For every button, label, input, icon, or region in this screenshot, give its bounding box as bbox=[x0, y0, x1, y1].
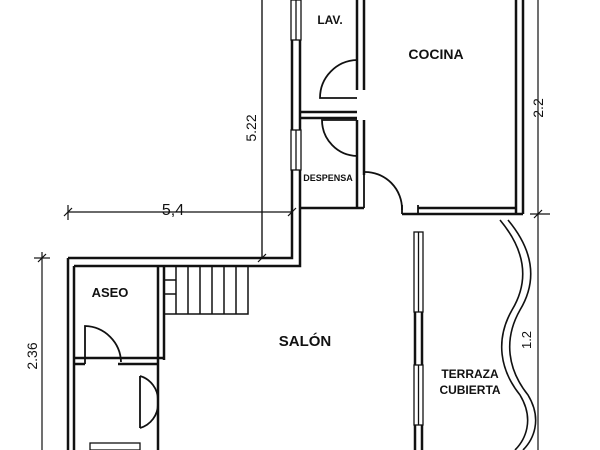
step-wall bbox=[262, 215, 294, 260]
door-despensa bbox=[321, 119, 358, 157]
label-salon: SALÓN bbox=[279, 332, 332, 350]
doors bbox=[84, 59, 419, 429]
door-cocina bbox=[363, 171, 403, 211]
label-terraza-line1: TERRAZA bbox=[441, 367, 499, 381]
step-wall-b bbox=[255, 215, 302, 268]
label-lav: LAV. bbox=[317, 13, 342, 27]
label-despensa: DESPENSA bbox=[303, 173, 353, 183]
door-aseo bbox=[84, 325, 122, 364]
window-aseo-bottom bbox=[89, 442, 141, 450]
label-aseo: ASEO bbox=[92, 285, 129, 300]
dim-height-kitchen-block: 5.22 bbox=[243, 114, 259, 141]
dimension-lines bbox=[34, 0, 550, 450]
label-terraza-line2: CUBIERTA bbox=[439, 383, 500, 397]
label-cocina: COCINA bbox=[408, 46, 463, 62]
dim-height-aseo: 2.36 bbox=[24, 342, 40, 369]
dim-terrace-width: 1.2 bbox=[519, 331, 534, 349]
door-double bbox=[139, 375, 159, 429]
door-lav bbox=[319, 59, 358, 99]
dim-width-main: 5,4 bbox=[162, 202, 184, 219]
dim-height-right: 2.2 bbox=[530, 98, 546, 118]
terrace-edge bbox=[499, 219, 537, 450]
windows bbox=[89, 0, 424, 450]
stairs bbox=[163, 265, 249, 315]
